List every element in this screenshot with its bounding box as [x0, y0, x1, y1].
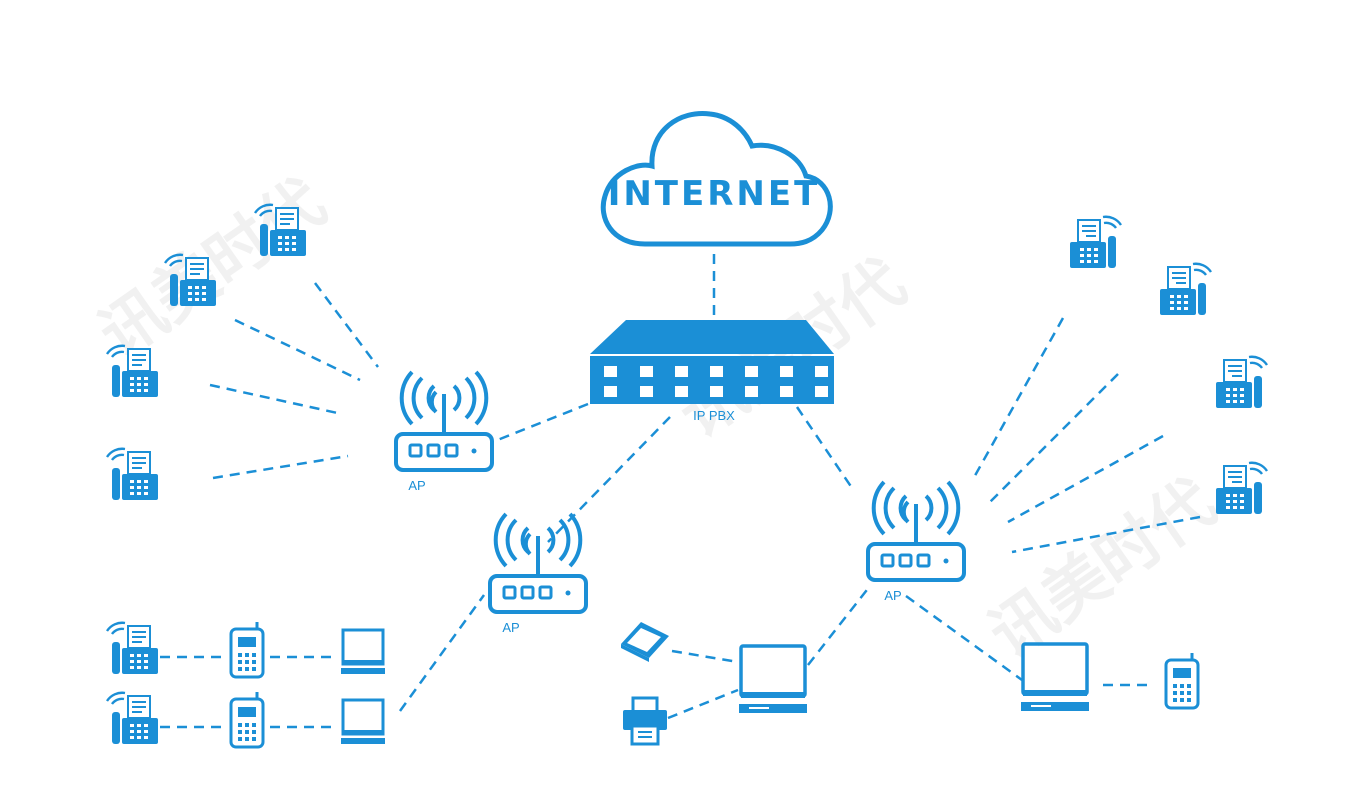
ap-left: AP: [394, 370, 494, 493]
ap-right: AP: [866, 480, 966, 603]
fax-machine-icon: [1160, 264, 1211, 315]
fax-machine-icon: [105, 691, 160, 746]
fax-machine-icon: [1216, 357, 1267, 408]
computer-icon: [339, 698, 387, 746]
wireless-router-icon: [394, 370, 494, 472]
ip-pbx-switch: IP PBX: [590, 320, 834, 423]
ip-phone-icon: [1164, 651, 1200, 710]
internet-cloud: INTERNET: [600, 111, 833, 247]
fax-machine-icon: [163, 253, 218, 308]
ap-left-label: AP: [408, 478, 425, 493]
svg-text:讯美时代: 讯美时代: [87, 166, 339, 373]
wireless-router-icon: [866, 480, 966, 582]
fax-machine-icon: [105, 621, 160, 676]
fax-machine-icon: [1216, 463, 1267, 514]
fax-machine-icon: [105, 447, 160, 502]
ip-phone-icon: [229, 620, 265, 679]
ip-phone-icon: [229, 690, 265, 749]
wireless-router-icon: [488, 512, 588, 614]
scanner-icon: [621, 622, 669, 662]
computer-icon: [737, 644, 809, 715]
computer-icon: [339, 628, 387, 676]
ap-center-label: AP: [502, 620, 519, 635]
fax-machine-icon: [253, 203, 308, 258]
connection-lines: [160, 254, 1201, 729]
fax-machine-icon: [1070, 217, 1121, 268]
cloud-label: INTERNET: [608, 174, 821, 214]
ap-right-label: AP: [884, 588, 901, 603]
cloud-icon: [600, 111, 833, 247]
fax-machine-icon: [105, 344, 160, 399]
svg-text:讯美时代: 讯美时代: [977, 466, 1229, 673]
ip-pbx-switch-icon: [590, 320, 834, 404]
pbx-label: IP PBX: [693, 408, 735, 423]
ap-center: AP: [488, 512, 588, 635]
printer-icon: [621, 696, 669, 746]
